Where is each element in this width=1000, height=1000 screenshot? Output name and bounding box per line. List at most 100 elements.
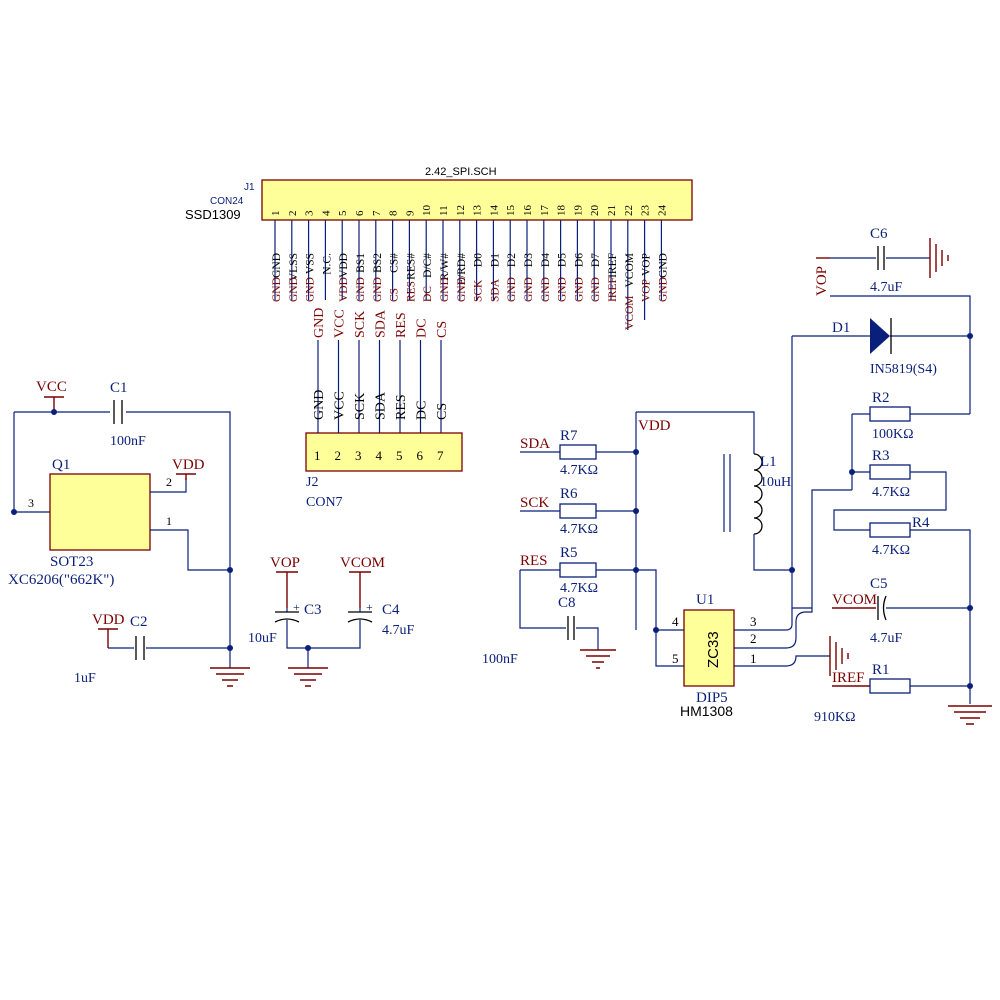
r5-resistor [559, 562, 597, 578]
j1-pin-net: RES [405, 281, 417, 302]
j1-pin-number: 14 [488, 205, 500, 217]
r2-ref: R2 [872, 390, 890, 406]
j1-pin-number: 18 [556, 205, 568, 217]
j1-pin-name: D2 [506, 253, 518, 267]
j2-pin-number: 3 [355, 448, 362, 463]
sck-label: SCK [520, 495, 549, 511]
d1-ref: D1 [832, 320, 850, 336]
j1-pin-name: VCOM [624, 253, 636, 288]
u1-part: ZC33 [705, 631, 722, 668]
j1-pin-number: 4 [320, 210, 332, 216]
j2-pin-net: VCC [333, 309, 348, 338]
j1-pin-number: 16 [522, 205, 534, 217]
j1-pin-number: 2 [287, 211, 299, 217]
j1-pin-number: 3 [304, 210, 316, 216]
j1-pin-number: 19 [572, 205, 584, 217]
j1-pin-number: 11 [438, 205, 450, 216]
u1-pin2: 2 [750, 631, 757, 646]
c2-capacitor [135, 636, 145, 660]
j1-pin-name: D/C# [422, 253, 434, 278]
c3-c4-gnd-wire [286, 620, 361, 649]
j2-pin-name: SCK [353, 393, 368, 420]
j1-pin-name: RES# [405, 253, 417, 280]
gnd-symbol [948, 705, 992, 725]
j1-pin-number: 22 [623, 205, 635, 216]
j1-pin-name: VOP [641, 253, 653, 276]
j1-pin-number: 12 [455, 205, 467, 216]
j1-pin-number: 13 [472, 205, 484, 217]
j1-pin-net: GND [439, 277, 451, 302]
u1-body [683, 609, 735, 687]
j1-pin-name: E/RD# [456, 253, 468, 285]
j2-body [305, 432, 463, 472]
vdd-label-right: VDD [638, 418, 671, 434]
vcom-label-mid: VCOM [340, 555, 385, 571]
c5-plate-b [882, 595, 887, 621]
j2-pin-number: 2 [335, 448, 342, 463]
j2-pin-net: SCK [353, 311, 368, 338]
j1-pin-name: D1 [489, 253, 501, 267]
q1-ref: Q1 [52, 457, 70, 473]
j1-pin-net: GND [506, 277, 518, 302]
j1-pin-name: R/W# [439, 253, 451, 281]
j1-body [261, 179, 693, 221]
j2-pin-number: 1 [314, 448, 321, 463]
q1-pin2: 2 [166, 475, 172, 489]
vcom-power-symbol [349, 571, 371, 608]
junction [967, 605, 973, 611]
vdd-label: VDD [172, 457, 205, 473]
j2-pin-name: DC [415, 401, 430, 420]
j1-pin-number: 23 [640, 205, 652, 217]
j1-connector: 2.42_SPI.SCH J1 CON24 SSD1309 1GNDGND2VL… [185, 166, 693, 330]
j1-pin-net: GND [456, 277, 468, 302]
j1-pin-number: 5 [337, 210, 349, 216]
c5-value: 4.7uF [870, 631, 903, 646]
c6-value: 4.7uF [870, 280, 903, 295]
vdd-bus [635, 411, 755, 630]
vop-vcom-caps: VOP + C3 10uF VCOM + C4 4.7uF [248, 555, 415, 687]
r7-resistor [559, 444, 597, 460]
j2-ref: J2 [306, 475, 318, 490]
j1-pin-net: CS [389, 288, 401, 302]
c8-ref: C8 [558, 595, 576, 611]
boost-section: VOP C6 4.7uF D1 IN5819(S4) VDD L1 10uH S… [482, 226, 992, 725]
l1-value: 10uH [760, 475, 791, 490]
j2-pin-name: RES [394, 394, 409, 420]
r1-wire [910, 685, 971, 704]
vdd2-label: VDD [92, 612, 125, 628]
vcom-label-right: VCOM [832, 592, 877, 608]
l1-core [723, 454, 731, 532]
gnd-symbol [288, 667, 328, 687]
j1-pin-number: 9 [404, 210, 416, 216]
j1-pin-net: GND [288, 277, 300, 302]
j1-pin-net: GND [523, 277, 535, 302]
j1-pin-number: 8 [388, 210, 400, 216]
l1-inductor [753, 453, 763, 535]
c3-ref: C3 [304, 602, 322, 618]
u1-pin2-wire [734, 489, 852, 649]
c8-capacitor [567, 616, 575, 640]
j1-pin-number: 20 [589, 205, 601, 217]
c8-value: 100nF [482, 652, 518, 667]
u1-pin1: 1 [750, 651, 757, 666]
j1-pin-number: 17 [539, 205, 551, 217]
j1-pin-net: GND [590, 277, 602, 302]
u1-pin3-wire [734, 608, 793, 631]
sda-label: SDA [520, 436, 550, 452]
d1-diode [870, 318, 890, 354]
j1-pin-number: 6 [354, 210, 366, 216]
c1-capacitor [113, 400, 123, 424]
u1-package: DIP5 [696, 690, 728, 706]
junction [633, 449, 639, 455]
junction [227, 567, 233, 573]
r6-ref: R6 [560, 486, 578, 502]
j1-pin-name: IREF [607, 253, 619, 278]
junction [653, 627, 659, 633]
q1-pin1: 1 [166, 514, 172, 528]
j1-pin-net: GND [305, 277, 317, 302]
sheet-title: 2.42_SPI.SCH [425, 166, 497, 178]
q1-body [49, 473, 151, 551]
j1-pin-net: GND [573, 277, 585, 302]
regulator-section: VCC C1 100nF Q1 SOT23 XC6206("662K") 3 2… [8, 379, 250, 687]
